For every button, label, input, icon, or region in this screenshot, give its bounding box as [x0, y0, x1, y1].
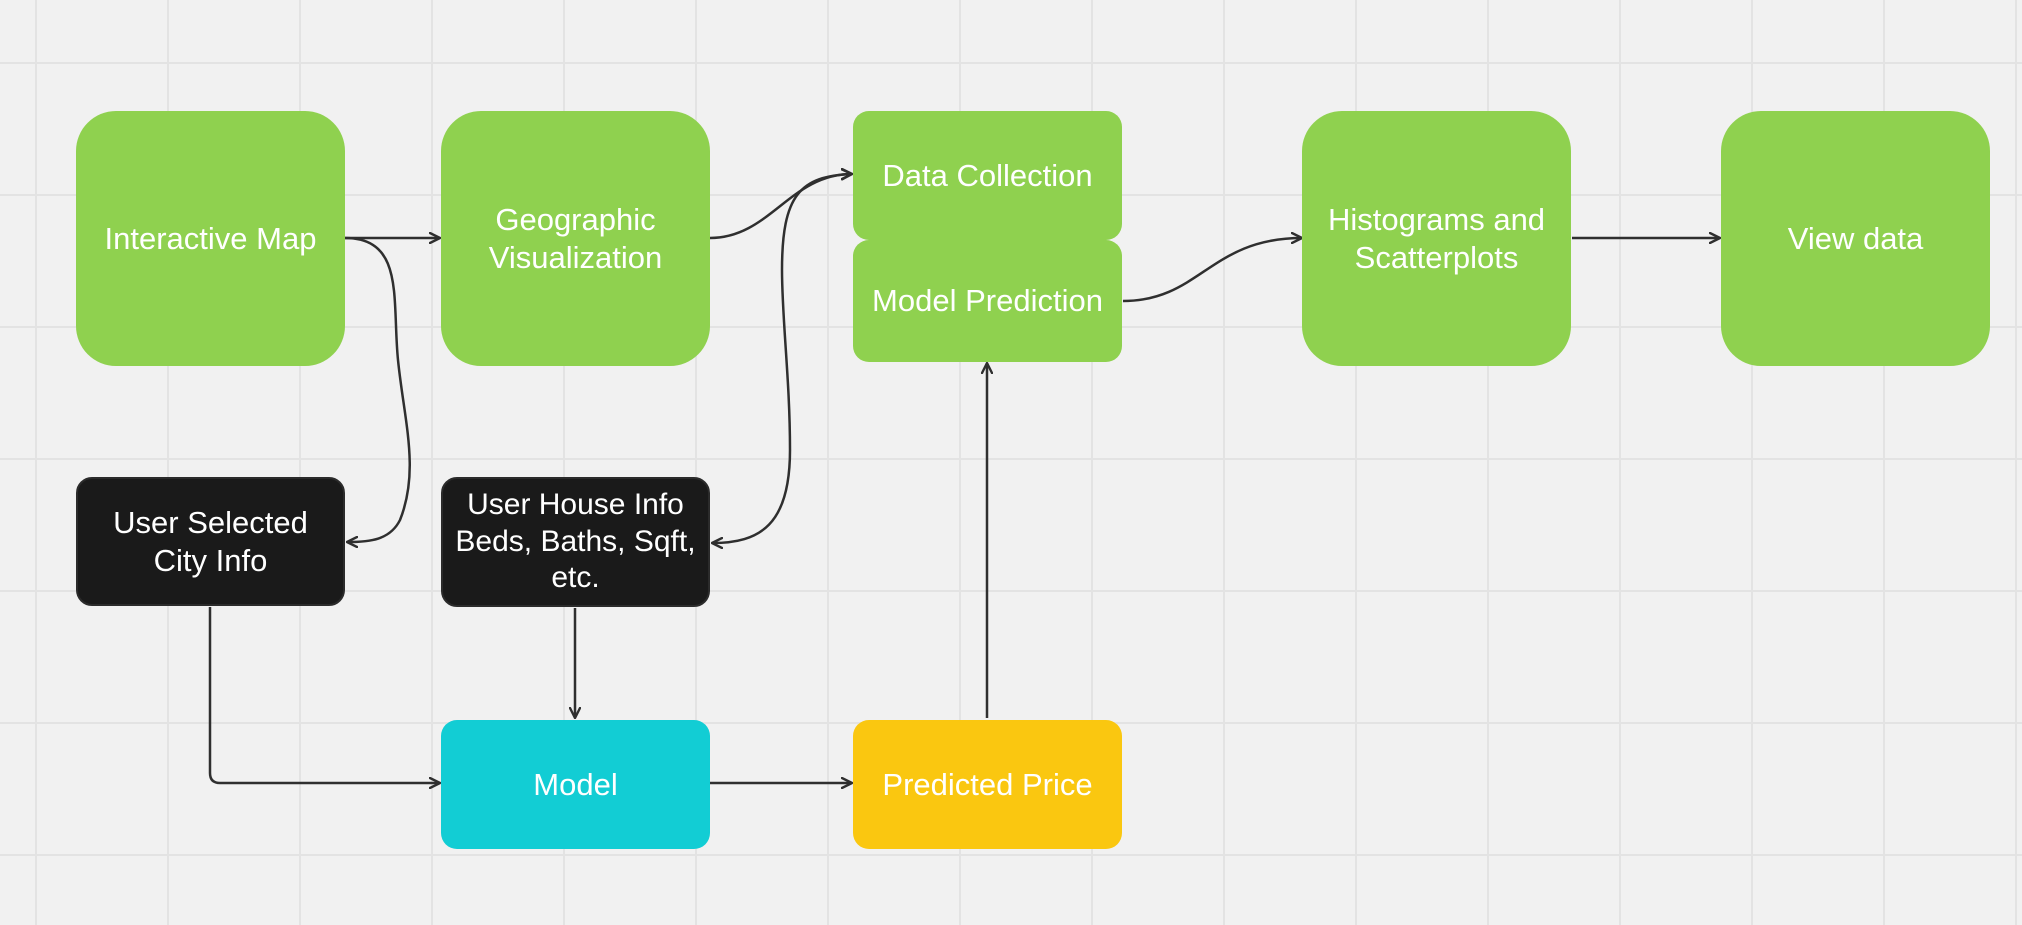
edge-user-house-info-data-collection-bidirectional[interactable]	[712, 174, 852, 543]
user-selected-city-info-label: User Selected City Info	[107, 504, 314, 580]
model-label: Model	[533, 766, 618, 802]
histograms-scatterplots-node[interactable]: Histograms and Scatterplots	[1302, 111, 1571, 366]
geographic-visualization-node[interactable]: Geographic Visualization	[441, 111, 710, 366]
edge-interactive-map-to-user-selected-city-info[interactable]	[344, 236, 411, 542]
data-collection-node[interactable]: Data Collection	[853, 111, 1122, 240]
user-house-info-line-2: Beds, Baths, Sqft,	[455, 524, 696, 558]
user-selected-city-info-line-1: User Selected	[113, 504, 308, 540]
user-house-info-line-1: User House Info	[467, 488, 684, 522]
edge-user-selected-city-info-to-model[interactable]	[208, 607, 440, 783]
interactive-map-label: Interactive Map	[104, 220, 317, 256]
edge-model-prediction-to-histograms-scatterplots[interactable]	[1122, 238, 1302, 303]
predicted-price-node[interactable]: Predicted Price	[853, 720, 1122, 849]
predicted-price-label: Predicted Price	[882, 766, 1093, 802]
view-data-node[interactable]: View data	[1721, 111, 1990, 366]
interactive-map-node[interactable]: Interactive Map	[76, 111, 345, 366]
geographic-visualization-line-1: Geographic	[495, 201, 656, 237]
geographic-visualization-label: Geographic Visualization	[483, 201, 668, 277]
model-prediction-node[interactable]: Model Prediction	[853, 240, 1122, 362]
edge-geographic-visualization-to-data-collection[interactable]	[709, 174, 852, 240]
model-node[interactable]: Model	[441, 720, 710, 849]
user-selected-city-info-line-2: City Info	[153, 542, 268, 578]
histograms-scatterplots-line-2: Scatterplots	[1354, 239, 1519, 275]
histograms-scatterplots-line-1: Histograms and	[1327, 201, 1546, 237]
histograms-scatterplots-label: Histograms and Scatterplots	[1322, 201, 1551, 277]
view-data-label: View data	[1787, 220, 1924, 256]
user-house-info-label: User House Info Beds, Baths, Sqft, etc.	[449, 487, 701, 597]
user-selected-city-info-node[interactable]: User Selected City Info	[76, 477, 345, 606]
geographic-visualization-line-2: Visualization	[488, 239, 663, 275]
user-house-info-line-3: etc.	[551, 561, 600, 595]
model-prediction-label: Model Prediction	[872, 283, 1103, 319]
data-collection-label: Data Collection	[882, 157, 1093, 193]
user-house-info-node[interactable]: User House Info Beds, Baths, Sqft, etc.	[441, 477, 710, 607]
